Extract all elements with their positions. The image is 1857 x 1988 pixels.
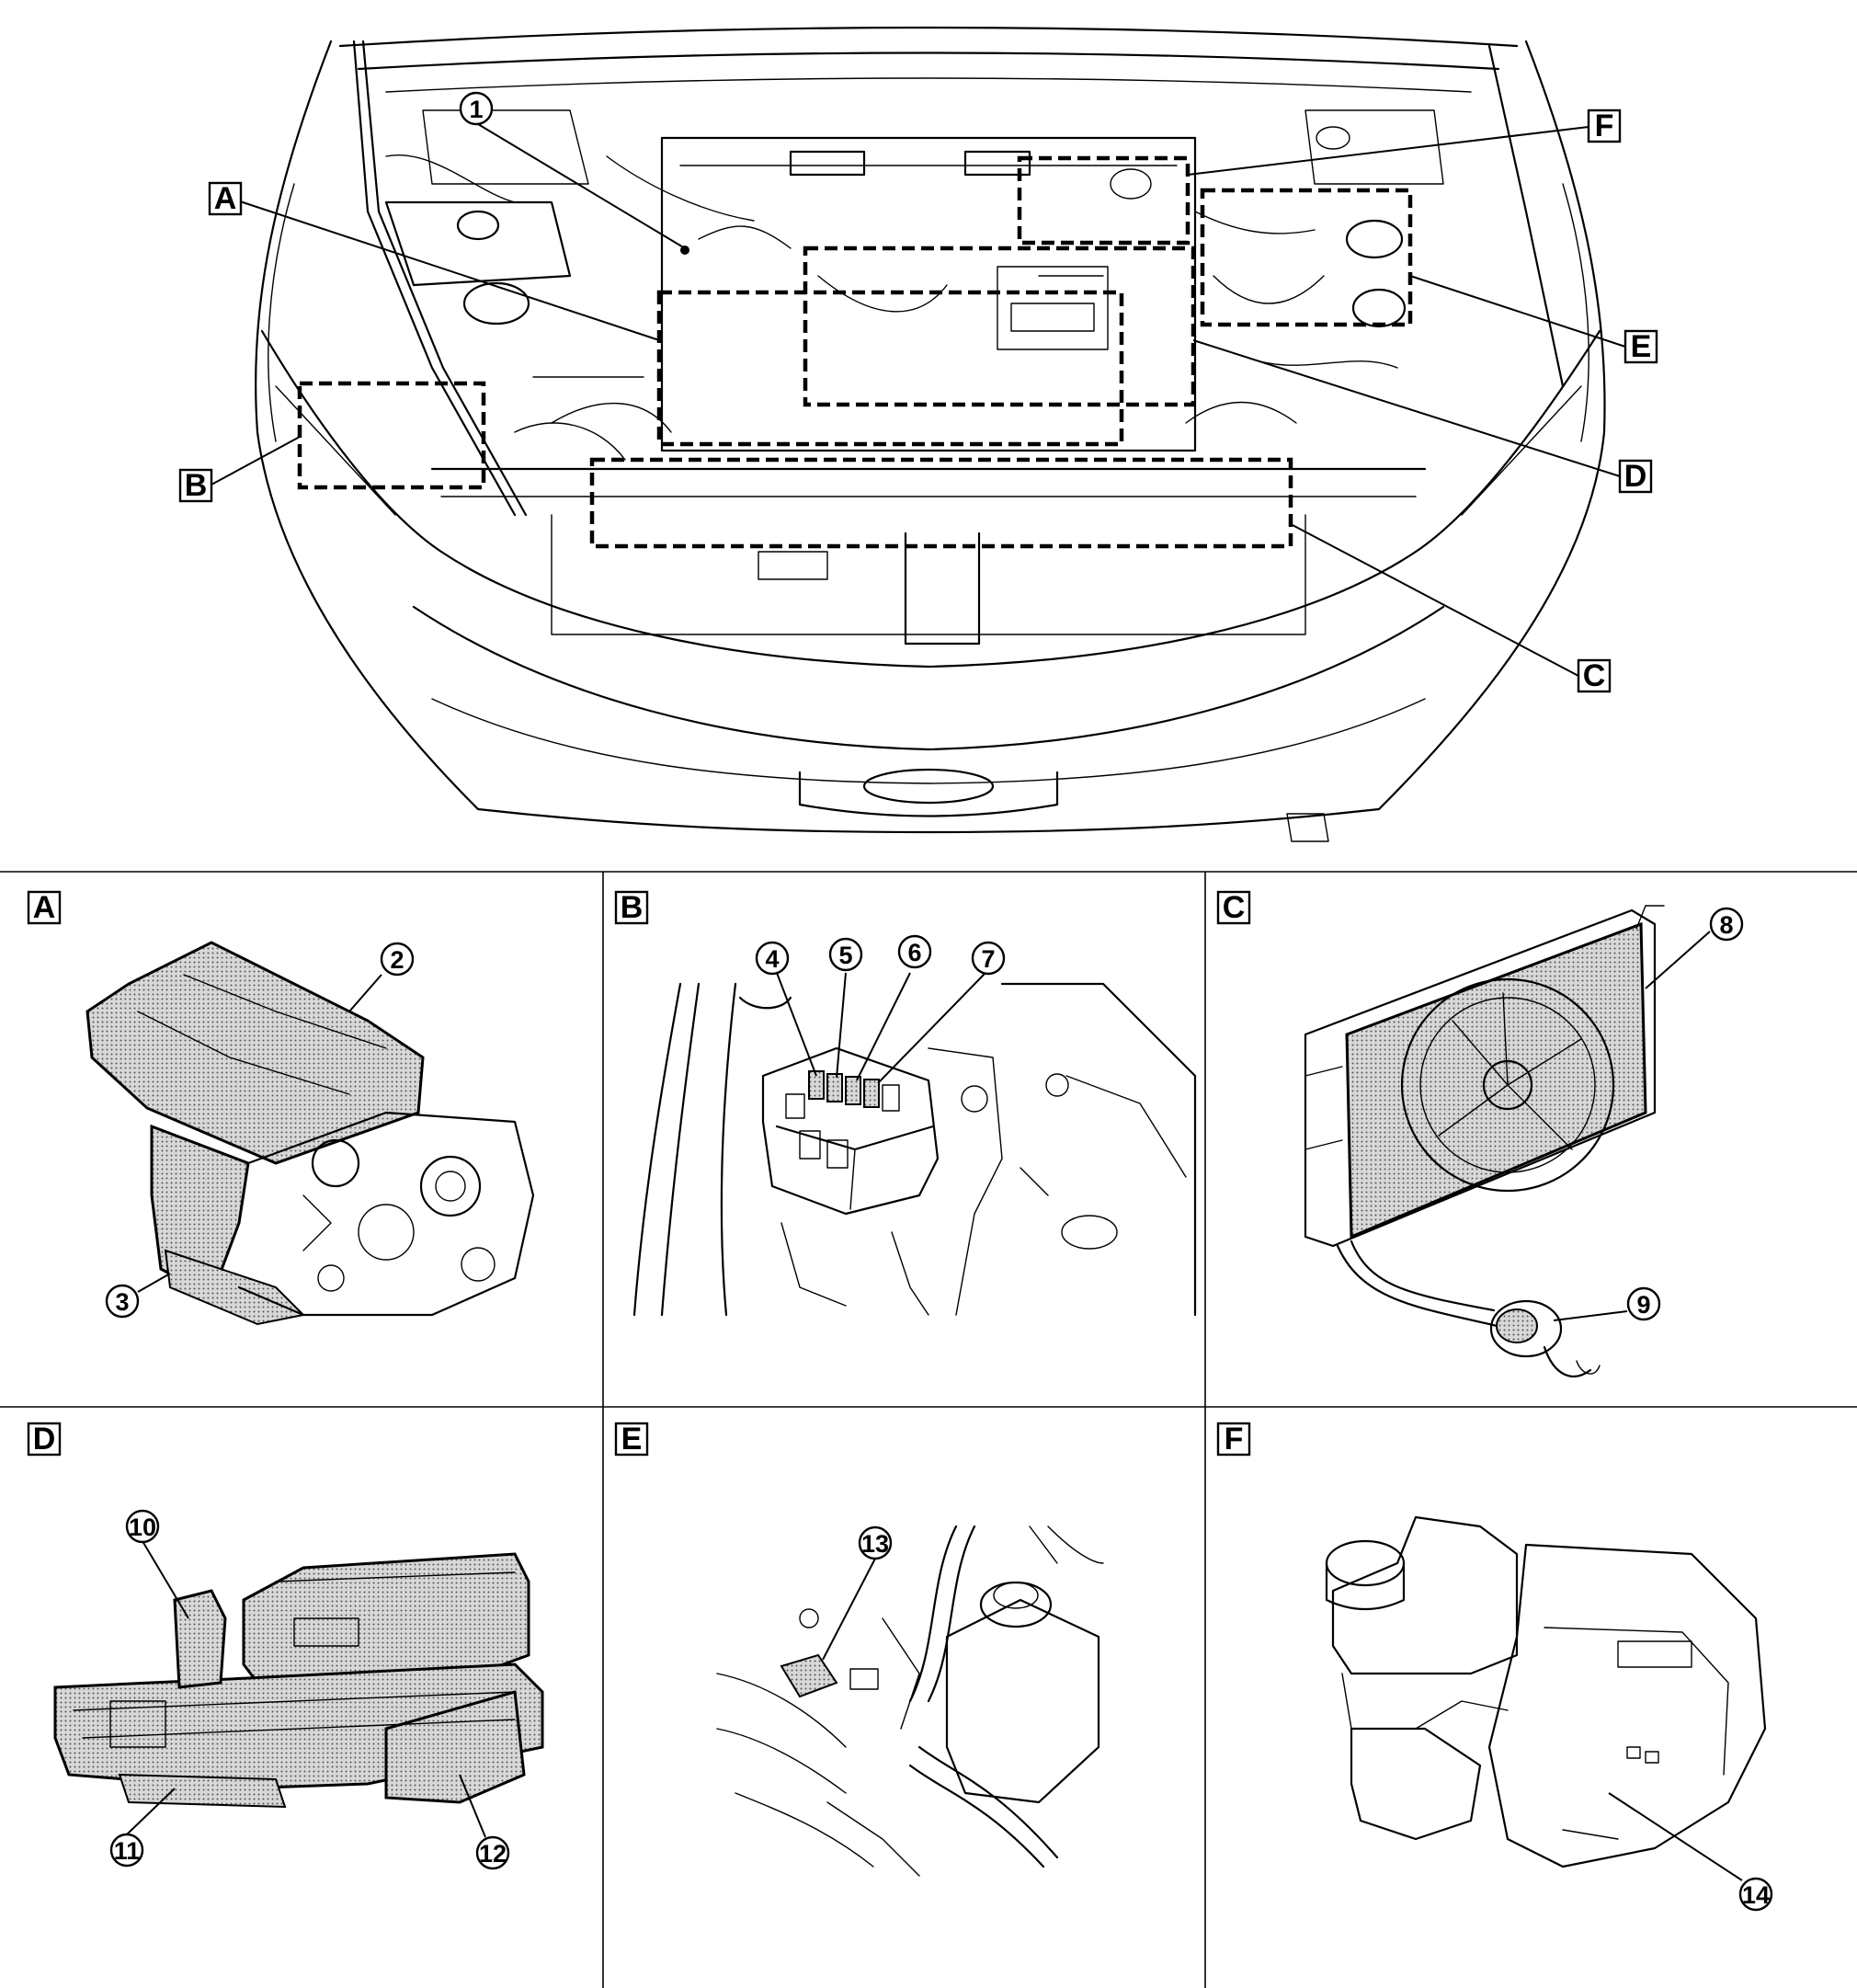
region-F-frame [1017, 155, 1191, 246]
svg-text:D: D [1624, 459, 1647, 494]
svg-text:1: 1 [469, 96, 483, 123]
panel-E: E 13 [614, 1422, 1104, 1877]
svg-text:C: C [1223, 890, 1246, 925]
panel-C: C 8 9 [1216, 890, 1744, 1377]
svg-text:A: A [214, 181, 237, 216]
panel-A: A 2 3 [27, 890, 535, 1326]
callout-5: 5 [838, 942, 852, 969]
callout-6: 6 [907, 939, 921, 966]
callout-C: C [1577, 658, 1612, 693]
region-E-frame [1200, 188, 1413, 327]
region-B-frame [297, 381, 486, 490]
callout-F: F [1587, 109, 1622, 143]
svg-text:E: E [1631, 329, 1652, 364]
callout-12: 12 [479, 1840, 507, 1868]
svg-text:E: E [621, 1422, 643, 1457]
callout-2: 2 [390, 946, 404, 974]
callout-9: 9 [1636, 1291, 1650, 1319]
callout-13: 13 [861, 1530, 889, 1558]
callout-B: B [178, 468, 213, 503]
svg-text:B: B [185, 468, 208, 503]
panel-D: D 10 11 12 [27, 1422, 544, 1870]
callout-7: 7 [981, 945, 995, 973]
callout-3: 3 [115, 1288, 129, 1316]
engine-bay-overview: A B C D E F 1 [178, 26, 1658, 842]
region-D-frame [803, 246, 1196, 407]
svg-text:A: A [33, 890, 56, 925]
callout-E: E [1623, 329, 1658, 364]
region-C-frame [589, 457, 1293, 549]
callout-1: 1 [459, 91, 494, 126]
panel-B: B 4 5 6 7 [614, 890, 1197, 1317]
svg-text:B: B [621, 890, 644, 925]
callout-14: 14 [1742, 1881, 1770, 1909]
callout-4: 4 [765, 945, 779, 973]
svg-text:D: D [33, 1422, 56, 1457]
callout-10: 10 [129, 1514, 156, 1541]
region-A-frame [656, 290, 1124, 447]
svg-text:F: F [1595, 109, 1614, 143]
callout-11: 11 [114, 1837, 141, 1865]
callout-D: D [1618, 459, 1653, 494]
callout-A: A [208, 181, 243, 216]
callout-8: 8 [1719, 911, 1733, 939]
panel-F: F 14 [1216, 1422, 1773, 1912]
svg-text:F: F [1225, 1422, 1244, 1457]
svg-text:C: C [1583, 658, 1606, 693]
